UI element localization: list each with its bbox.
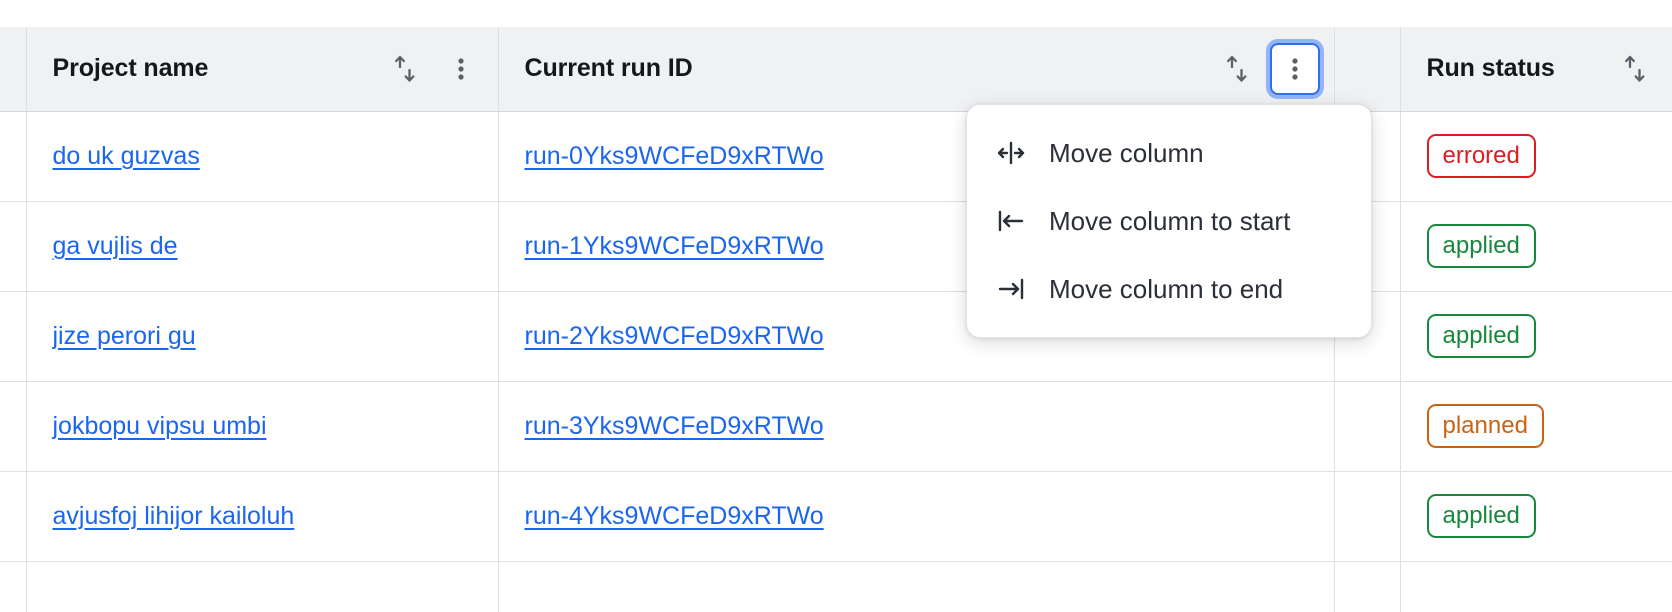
cell-run-status: applied [1400, 471, 1672, 562]
menu-item-label: Move column [1049, 137, 1204, 168]
header-cell-current-run-id[interactable]: Current run ID [498, 27, 1335, 112]
cell-run-status: applied [1400, 201, 1672, 292]
status-badge: errored [1426, 134, 1536, 178]
run-id-link[interactable]: run-2Yks9WCFeD9xRTWo [524, 321, 824, 350]
project-name-link[interactable]: do uk guzvas [52, 141, 200, 170]
row-gutter [0, 201, 27, 292]
cell-run-status: planned [1400, 381, 1672, 472]
table-row [0, 561, 1672, 612]
sort-arrows-icon[interactable] [1214, 46, 1260, 92]
row-gutter [0, 381, 27, 472]
cell-project-name: jokbopu vipsu umbi [26, 381, 499, 472]
menu-item-move-column-to-start[interactable]: Move column to start [967, 187, 1371, 255]
cell-project-name: jize perori gu [26, 291, 499, 382]
header-cell-run-status[interactable]: Run status [1400, 27, 1672, 112]
menu-item-move-column[interactable]: Move column [967, 119, 1371, 187]
header-cell-gutter [0, 27, 27, 112]
row-gutter-2 [1334, 381, 1401, 472]
cell-current-run-id [498, 561, 1335, 612]
header-label-run-status: Run status [1426, 54, 1555, 83]
table-row: avjusfoj lihijor kailoluh run-4Yks9WCFeD… [0, 471, 1672, 562]
table-row: jokbopu vipsu umbi run-3Yks9WCFeD9xRTWo … [0, 381, 1672, 472]
project-name-link[interactable]: jokbopu vipsu umbi [52, 411, 267, 440]
menu-item-label: Move column to end [1049, 273, 1284, 304]
cell-run-status: applied [1400, 291, 1672, 382]
row-gutter-2 [1334, 471, 1401, 562]
header-label-project-name: Project name [52, 54, 209, 83]
status-badge: applied [1426, 314, 1536, 358]
table-header-row: Project name [0, 27, 1672, 112]
cell-current-run-id: run-4Yks9WCFeD9xRTWo [498, 471, 1335, 562]
table-row: do uk guzvas run-0Yks9WCFeD9xRTWo errore… [0, 111, 1672, 202]
row-gutter [0, 291, 27, 382]
cell-project-name [26, 561, 499, 612]
project-name-link[interactable]: ga vujlis de [52, 231, 178, 260]
row-gutter [0, 561, 27, 612]
header-cell-gutter-2 [1334, 27, 1401, 112]
run-id-link[interactable]: run-1Yks9WCFeD9xRTWo [524, 231, 824, 260]
run-id-link[interactable]: run-4Yks9WCFeD9xRTWo [524, 501, 824, 530]
kebab-menu-icon-project-name[interactable] [438, 46, 484, 92]
cell-run-status: errored [1400, 111, 1672, 202]
row-gutter [0, 471, 27, 562]
sort-arrows-icon[interactable] [1612, 46, 1658, 92]
header-cell-project-name[interactable]: Project name [26, 27, 499, 112]
cell-project-name: ga vujlis de [26, 201, 499, 292]
move-column-to-start-icon [995, 205, 1027, 237]
menu-item-move-column-to-end[interactable]: Move column to end [967, 255, 1371, 323]
cell-project-name: avjusfoj lihijor kailoluh [26, 471, 499, 562]
column-options-menu: Move column Move column to start Move co… [966, 104, 1372, 338]
status-badge: planned [1426, 404, 1544, 448]
project-name-link[interactable]: jize perori gu [52, 321, 196, 350]
run-id-link[interactable]: run-3Yks9WCFeD9xRTWo [524, 411, 824, 440]
menu-item-label: Move column to start [1049, 205, 1291, 236]
status-badge: applied [1426, 494, 1536, 538]
run-id-link[interactable]: run-0Yks9WCFeD9xRTWo [524, 141, 824, 170]
sort-arrows-icon[interactable] [382, 46, 428, 92]
cell-current-run-id: run-3Yks9WCFeD9xRTWo [498, 381, 1335, 472]
row-gutter [0, 111, 27, 202]
header-label-current-run-id: Current run ID [524, 54, 693, 83]
cell-project-name: do uk guzvas [26, 111, 499, 202]
table-body: do uk guzvas run-0Yks9WCFeD9xRTWo errore… [0, 111, 1672, 612]
table-row: jize perori gu run-2Yks9WCFeD9xRTWo appl… [0, 291, 1672, 382]
row-gutter-2 [1334, 561, 1401, 612]
move-column-to-end-icon [995, 273, 1027, 305]
project-name-link[interactable]: avjusfoj lihijor kailoluh [52, 501, 295, 530]
table-row: ga vujlis de run-1Yks9WCFeD9xRTWo applie… [0, 201, 1672, 292]
status-badge: applied [1426, 224, 1536, 268]
cell-run-status [1400, 561, 1672, 612]
move-column-icon [995, 137, 1027, 169]
projects-table: Project name [0, 27, 1672, 612]
table-header: Project name [0, 27, 1672, 112]
kebab-menu-icon-current-run-id[interactable] [1269, 42, 1320, 95]
